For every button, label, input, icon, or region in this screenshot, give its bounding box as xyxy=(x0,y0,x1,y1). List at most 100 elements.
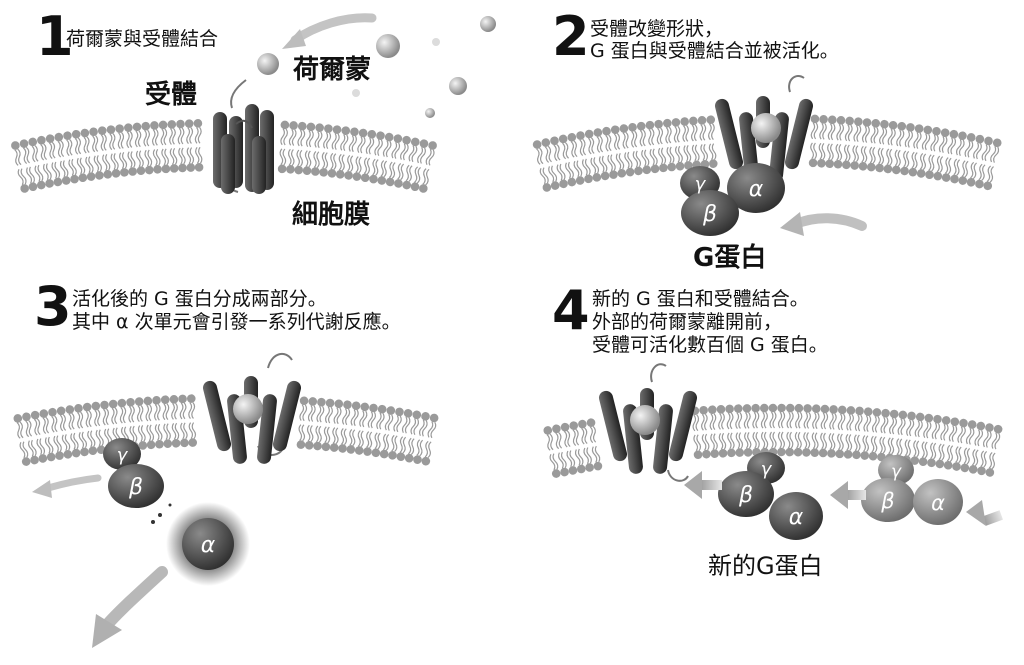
lipid-pair xyxy=(541,138,560,190)
lipid-pair xyxy=(569,421,586,474)
lipid-pair xyxy=(178,394,189,448)
lipid-pair xyxy=(158,120,171,174)
g-protein-complex: α γ β xyxy=(680,163,785,236)
subunit-gamma-label: γ xyxy=(761,459,773,480)
lipid-pair xyxy=(916,125,933,178)
lipid-pair xyxy=(586,418,603,471)
lipid-pair xyxy=(785,403,795,457)
lipid-pair xyxy=(584,129,602,182)
panel-3-art: γ β α xyxy=(32,352,302,648)
lipid-pair xyxy=(759,403,770,457)
lipid-pair xyxy=(377,132,394,185)
lipid-pair xyxy=(97,126,113,179)
lipid-pair xyxy=(663,118,676,172)
lipid-pair xyxy=(543,426,561,478)
lipid-pair xyxy=(977,423,994,476)
hormone-molecule xyxy=(432,38,440,46)
lipid-pair xyxy=(875,119,889,173)
step-number-1: 1 xyxy=(36,5,74,68)
lipid-pair xyxy=(690,406,703,460)
lipid-pair xyxy=(918,413,934,467)
lipid-pair xyxy=(141,121,154,175)
lipid-pair xyxy=(925,126,941,180)
move-arrow xyxy=(700,480,722,490)
lipid-pair xyxy=(860,407,873,460)
lipid-pair xyxy=(742,404,753,457)
lipid-pair xyxy=(134,397,148,450)
lipid-pair xyxy=(160,395,173,448)
lipid-pair xyxy=(30,410,48,463)
lipid-pair xyxy=(708,405,719,458)
lipid-pair xyxy=(850,117,863,170)
hormone-arrow-head xyxy=(282,29,306,49)
lipid-pair xyxy=(825,115,837,169)
lipid-pair xyxy=(699,405,711,459)
lipid-pair xyxy=(19,139,38,192)
lipid-pair xyxy=(808,114,820,168)
lipid-pair xyxy=(802,404,812,457)
lipid-pair xyxy=(82,402,98,456)
lipid-pair xyxy=(13,414,31,466)
alpha-subunit xyxy=(182,518,234,570)
lipid-pair xyxy=(858,118,872,171)
beta-subunit xyxy=(718,471,774,517)
lipid-pair xyxy=(866,119,881,172)
bound-hormone xyxy=(751,113,781,143)
subunit-alpha-label: α xyxy=(789,505,804,530)
subunit-alpha-label: α xyxy=(201,533,216,558)
lipid-pair xyxy=(379,406,396,459)
beta-subunit xyxy=(861,478,915,522)
lipid-pair xyxy=(567,132,585,185)
gamma-subunit xyxy=(103,438,141,470)
lipid-pair xyxy=(106,125,121,178)
lipid-pair xyxy=(344,127,359,180)
lipid-pair xyxy=(968,421,986,474)
lipid-pair xyxy=(842,116,854,170)
lipid-pair xyxy=(935,416,951,469)
lipid-pair xyxy=(327,125,342,178)
hormone-incoming-arrow xyxy=(290,13,377,45)
membrane-label: 細胞膜 xyxy=(292,200,371,230)
lipid-pair xyxy=(193,119,204,172)
lipid-pair xyxy=(645,120,660,174)
move-arrow xyxy=(846,490,866,500)
lipid-pair xyxy=(818,404,830,458)
subunit-beta-label: β xyxy=(738,483,753,508)
lipid-pair xyxy=(421,413,439,466)
hormone-molecule xyxy=(480,16,496,32)
lipid-pair xyxy=(777,403,786,457)
g-protein-arrow-head xyxy=(780,212,804,236)
step-number-4: 4 xyxy=(552,279,590,342)
lipid-pair xyxy=(369,131,385,184)
lipid-pair xyxy=(124,123,137,176)
step-4-caption-line-3: 受體可活化數百個 G 蛋白。 xyxy=(592,334,828,356)
step-number-2: 2 xyxy=(552,5,590,68)
lipid-pair xyxy=(689,116,701,170)
lipid-pair xyxy=(335,126,351,179)
step-4-caption-line-2: 外部的荷爾蒙離開前， xyxy=(592,311,783,333)
lipid-pair xyxy=(628,122,643,176)
lipid-pair xyxy=(396,409,413,461)
lipid-pair xyxy=(877,408,890,462)
lipid-pair xyxy=(311,123,324,176)
beta-gamma-arrow xyxy=(44,474,102,492)
lipid-pair xyxy=(80,128,96,181)
lipid-pair xyxy=(933,128,950,181)
receptor-1 xyxy=(213,104,274,194)
lipid-pair xyxy=(346,401,361,454)
hormone-molecule xyxy=(257,53,279,75)
lipid-pair xyxy=(716,405,728,458)
lipid-pair xyxy=(733,404,745,457)
lipid-pair xyxy=(321,398,335,452)
lipid-pair xyxy=(852,406,864,460)
lipid-pair xyxy=(941,129,959,182)
panel-2-art: α γ β xyxy=(680,74,867,236)
lipid-pair xyxy=(532,140,552,192)
hormone-label: 荷爾蒙 xyxy=(293,55,372,85)
move-arrow-head xyxy=(830,481,848,509)
lipid-pair xyxy=(363,403,378,456)
lipid-pair xyxy=(593,128,610,181)
lipid-pair xyxy=(558,134,577,187)
lipid-pair xyxy=(302,122,316,176)
lipid-pair xyxy=(966,134,985,187)
